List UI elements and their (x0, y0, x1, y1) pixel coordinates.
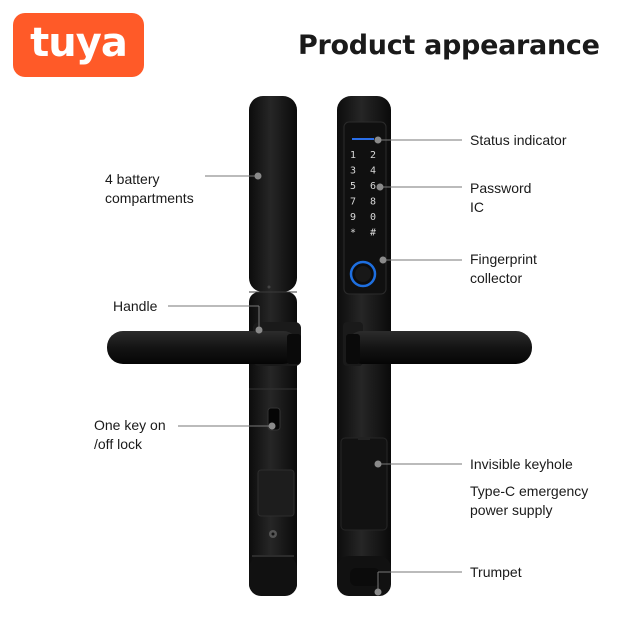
keypad-key-9: 9 (350, 212, 356, 223)
keypad-key-7: 7 (350, 197, 356, 208)
tuya-logo: tuya (13, 13, 144, 77)
front-handle-bar (346, 331, 532, 364)
leader-lines (168, 139, 462, 592)
page-title: Product appearance (298, 30, 600, 61)
keypad-key-4: 4 (370, 166, 376, 177)
label-handle: Handle (113, 298, 158, 314)
keypad-key-5: 5 (350, 181, 356, 192)
label-status-indicator: Status indicator (470, 132, 567, 148)
keypad-key-8: 8 (370, 197, 376, 208)
keypad-panel (343, 121, 387, 295)
keypad-key-1: 1 (350, 150, 356, 161)
label-trumpet: Trumpet (470, 564, 522, 580)
status-led (352, 138, 374, 140)
leader-dots (254, 136, 387, 596)
trumpet-slot (350, 568, 380, 586)
label-fingerprint-collector: Fingerprint collector (470, 251, 537, 286)
back-plate-seam (252, 555, 294, 557)
back-square-module (257, 469, 295, 517)
keypad-key-star: * (350, 228, 356, 239)
label-typec-power: Type-C emergency power supply (470, 483, 589, 518)
front-lock-unit: 1 2 3 4 5 6 7 8 9 0 * # (337, 96, 532, 596)
back-plate-lower (249, 292, 297, 594)
logo-text: tuya (30, 20, 128, 66)
back-handle-bar (107, 331, 299, 364)
label-one-key-lock: One key on /off lock (94, 417, 166, 452)
keypad-key-2: 2 (370, 150, 376, 161)
back-lock-unit (107, 96, 301, 596)
keypad-keys: 1 2 3 4 5 6 7 8 9 0 * # (350, 150, 376, 239)
keypad-key-6: 6 (370, 181, 376, 192)
label-invisible-keyhole: Invisible keyhole (470, 456, 573, 472)
keypad-key-0: 0 (370, 212, 376, 223)
keyhole-cover (340, 437, 388, 531)
label-battery-compartments: 4 battery compartments (105, 171, 194, 206)
back-plate-bottom-cap (249, 556, 297, 596)
label-password-ic: Password IC (470, 180, 532, 215)
keypad-key-hash: # (370, 228, 376, 239)
back-plate-upper (249, 96, 297, 292)
keypad-key-3: 3 (350, 166, 356, 177)
